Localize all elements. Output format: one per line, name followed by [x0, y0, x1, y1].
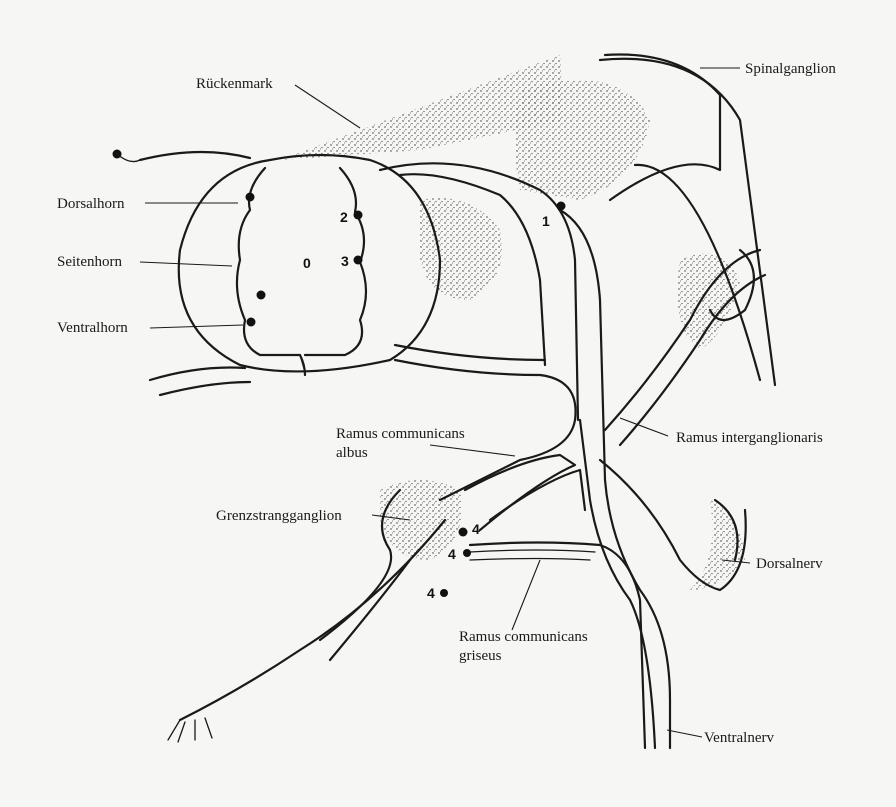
label-dorsalhorn: Dorsalhorn [57, 196, 125, 212]
ventral-root-left [150, 368, 245, 381]
label-grenzstrangganglion: Grenzstrangganglion [216, 508, 342, 524]
label-dorsalnerv: Dorsalnerv [756, 556, 823, 572]
neuron-dot-ventral-2 [247, 318, 256, 327]
leader-seitenhorn [140, 262, 232, 266]
neuron-dot-1 [557, 202, 566, 211]
label-ramus-communicans-albus-1: Ramus communicans [336, 426, 465, 442]
dorsal-root-left-upper [140, 152, 250, 160]
griseus-fiber-1 [470, 550, 595, 552]
ramus-communicans-griseus [470, 543, 645, 749]
loop-inner-2 [490, 470, 585, 520]
label-4a: 4 [472, 521, 480, 537]
label-rueckenmark: Rückenmark [196, 76, 273, 92]
label-ramus-communicans-griseus-2: griseus [459, 648, 502, 664]
label-3: 3 [341, 253, 349, 269]
loop-inner [465, 455, 575, 530]
neuron-dot-3 [354, 256, 363, 265]
neuron-dot-ventral-1 [257, 291, 266, 300]
leader-rueckenmark [295, 85, 360, 128]
ventral-root-left-lower [160, 382, 250, 395]
postganglionic-endings [168, 718, 212, 742]
grenzstrang-descending-2 [330, 560, 410, 660]
label-seitenhorn: Seitenhorn [57, 254, 122, 270]
neuron-dot-4b [463, 549, 471, 557]
stippled-shading [280, 55, 745, 590]
nerve-pathways [140, 55, 775, 749]
neuron-dot-4c [440, 589, 448, 597]
cord-section-shading [420, 198, 502, 300]
label-4c: 4 [427, 585, 435, 601]
leader-ramus-interganglionaris [620, 418, 668, 436]
griseus-fiber-2 [470, 559, 590, 561]
label-ramus-communicans-albus-2: albus [336, 445, 368, 461]
leader-lines [140, 68, 750, 737]
label-2: 2 [340, 209, 348, 225]
leader-ventralnerv [667, 730, 702, 737]
label-spinalganglion: Spinalganglion [745, 61, 836, 77]
label-ramus-interganglionaris: Ramus interganglionaris [676, 430, 823, 446]
chain-ganglion-shading [678, 253, 741, 350]
label-ventralhorn: Ventralhorn [57, 320, 128, 336]
label-ramus-communicans-griseus-1: Ramus communicans [459, 629, 588, 645]
neuron-dot-2 [354, 211, 363, 220]
leader-ramus-griseus [512, 560, 540, 630]
label-0: 0 [303, 255, 311, 271]
ventral-root-right [395, 345, 545, 360]
label-ventralnerv: Ventralnerv [704, 730, 774, 746]
neuron-dot-dorsalhorn [246, 193, 255, 202]
label-4b: 4 [448, 546, 456, 562]
leader-ramus-albus [430, 445, 515, 456]
label-1: 1 [542, 213, 550, 229]
neuron-dot-4a [459, 528, 468, 537]
spinalganglion-shading [515, 80, 650, 200]
